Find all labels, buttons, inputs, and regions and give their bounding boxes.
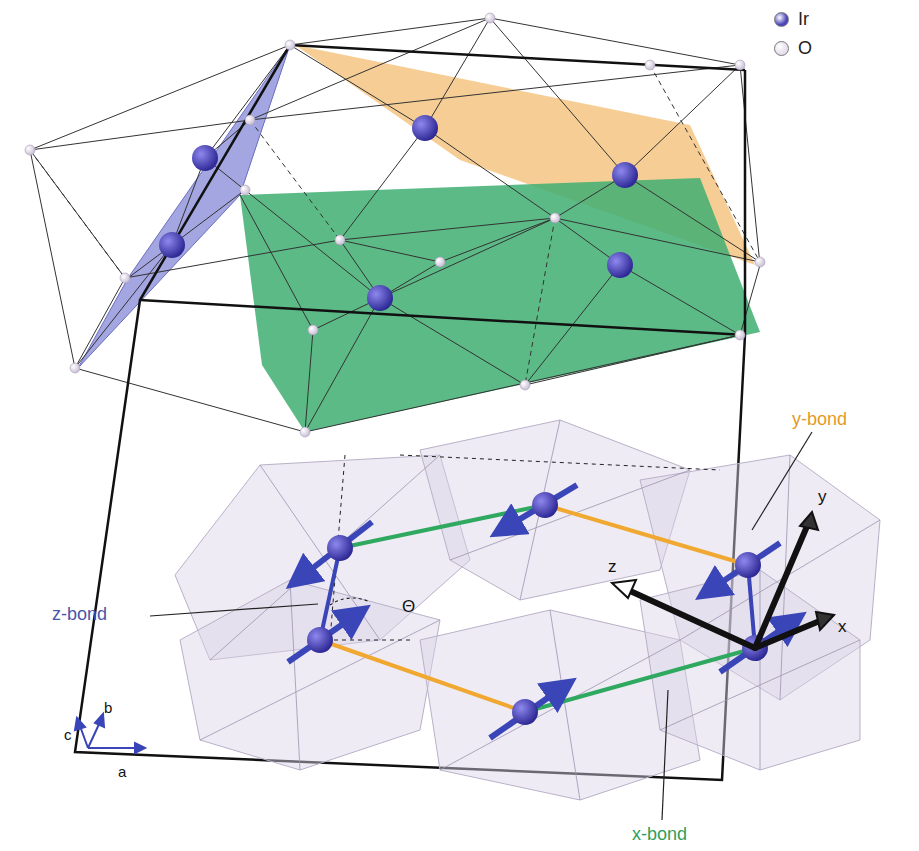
axis-label: y bbox=[818, 488, 827, 507]
axis-label: a bbox=[118, 764, 126, 781]
legend-swatch bbox=[774, 41, 789, 56]
bond-label: z-bond bbox=[52, 605, 107, 625]
axis-label: z bbox=[608, 558, 617, 577]
legend-text: O bbox=[798, 38, 812, 59]
axis-label: x bbox=[838, 618, 847, 637]
legend-swatch bbox=[774, 12, 789, 27]
angle-label: Θ bbox=[402, 598, 415, 617]
axis-label: c bbox=[64, 727, 72, 744]
bond-label: y-bond bbox=[792, 410, 847, 430]
bond-label: x-bond bbox=[632, 825, 687, 845]
legend-text: Ir bbox=[798, 9, 809, 30]
legend-row: O bbox=[774, 38, 812, 59]
axis-label: b bbox=[104, 700, 112, 717]
legend-row: Ir bbox=[774, 9, 809, 30]
